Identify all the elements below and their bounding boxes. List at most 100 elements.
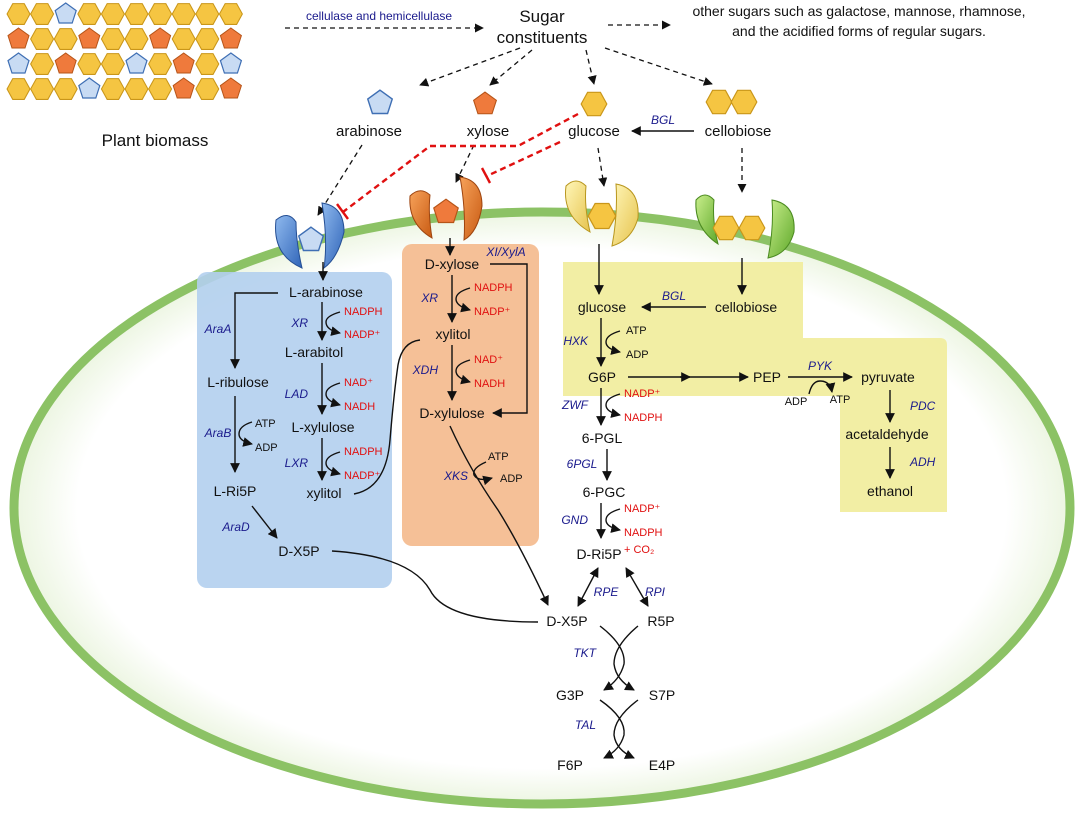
lad-nadh: NADH [344,401,375,413]
biomass-unit [30,3,55,25]
biomass-unit [172,52,195,74]
araB-atp: ATP [255,418,276,430]
glucose-pathway-box [563,262,947,512]
xi-label: XI/XylA [485,245,525,259]
xks-arrow [449,425,549,606]
6-pgc: 6-PGC [583,484,626,500]
biomass-unit [148,53,173,75]
arrow-to-glucose [585,49,597,85]
biomass-unit [124,78,149,100]
biomass-unit [219,52,243,74]
lad-label: LAD [285,387,309,401]
acetaldehyde: acetaldehyde [845,426,929,442]
biomass-unit [77,3,102,25]
xr-ara-cofactor [325,311,341,336]
arabinose-label: arabinose [336,123,402,140]
cellobiose-label: cellobiose [705,123,772,140]
glucose-in: glucose [578,299,626,315]
cellobiose-in: cellobiose [715,299,777,315]
biomass-unit [148,78,173,100]
biomass-unit [7,27,30,49]
arabinose-transporter [275,202,345,270]
biomass-unit [6,3,31,25]
l-arabitol: L-arabitol [285,344,343,360]
tkt-curve-1 [599,625,625,691]
biomass-unit [171,3,196,25]
lad-nad: NAD⁺ [344,377,373,389]
6-pgl: 6-PGL [582,430,623,446]
gnd-co2: + CO₂ [624,544,654,556]
plant-biomass-grid [6,2,243,100]
f6p: F6P [557,757,583,773]
glucose-transporter [565,180,639,247]
xdh-label: XDH [412,363,439,377]
gnd-label: GND [561,513,588,527]
glucose-label: glucose [568,123,620,140]
xylose-to-transporter [455,144,475,183]
xks-cofactor [473,461,493,486]
xr-ara-label: XR [290,316,308,330]
biomass-unit [124,3,149,25]
l-xylulose: L-xylulose [291,419,354,435]
biomass-unit [30,53,55,75]
xylose-pathway-box [402,244,539,546]
biomass-unit [149,27,172,49]
araB-label: AraB [204,426,232,440]
araB-adp: ADP [255,442,278,454]
tal-curve-2 [613,699,639,759]
arrow-to-arabinose [419,47,521,87]
lad-cofactor [325,382,341,408]
arabinose-icon [367,89,393,115]
sugar-constituents-line1: Sugar [519,7,565,26]
xylitol-xyl: xylitol [435,326,470,342]
hxk-adp: ADP [626,349,649,361]
pyk-label: PYK [808,359,833,373]
biomass-unit [195,78,220,100]
ethanol: ethanol [867,483,913,499]
xylitol-ara: xylitol [306,485,341,501]
hxk-label: HXK [563,334,589,348]
rpe-arrow [577,567,599,607]
biomass-unit [100,28,125,50]
biomass-unit [219,77,242,99]
zwf-label: ZWF [561,398,589,412]
lxr-nadph: NADPH [344,446,383,458]
bgl-in-label: BGL [662,289,686,303]
other-sugars-line2: and the acidified forms of regular sugar… [732,23,986,39]
biomass-unit [100,3,125,25]
pyruvate: pyruvate [861,369,915,385]
biomass-unit [53,78,78,100]
biomass-unit [171,28,196,50]
pdc-label: PDC [910,399,936,413]
r5p: R5P [647,613,674,629]
l-ribulose: L-ribulose [207,374,269,390]
xks-adp: ADP [500,473,523,485]
biomass-label: Plant biomass [102,131,209,150]
xdh-nad: NAD⁺ [474,354,503,366]
xdh-nadh: NADH [474,378,505,390]
biomass-unit [219,27,242,49]
biomass-unit [78,77,101,99]
xr-ara-nadph: NADPH [344,306,383,318]
bgl-outside-label: BGL [651,113,675,127]
zwf-nadph: NADPH [624,412,663,424]
g6p: G6P [588,369,616,385]
biomass-unit [30,78,55,100]
biomass-unit [195,53,220,75]
xr-xyl-nadp: NADP⁺ [474,306,511,318]
cellobiose-transporter [695,194,795,259]
pyk-adp: ADP [785,396,808,408]
biomass-unit [6,78,31,100]
xylose-label: xylose [467,123,510,140]
xr-xyl-nadph: NADPH [474,282,513,294]
xks-label: XKS [443,469,468,483]
cellobiose-hex-icon [705,89,733,115]
hxk-atp: ATP [626,325,647,337]
biomass-unit [125,52,148,74]
d-x5p-ara: D-X5P [278,543,319,559]
glucose-to-transporter [597,147,608,187]
xr-ara-nadp: NADP⁺ [344,329,381,341]
g3p: G3P [556,687,584,703]
pyk-atp: ATP [830,394,851,406]
